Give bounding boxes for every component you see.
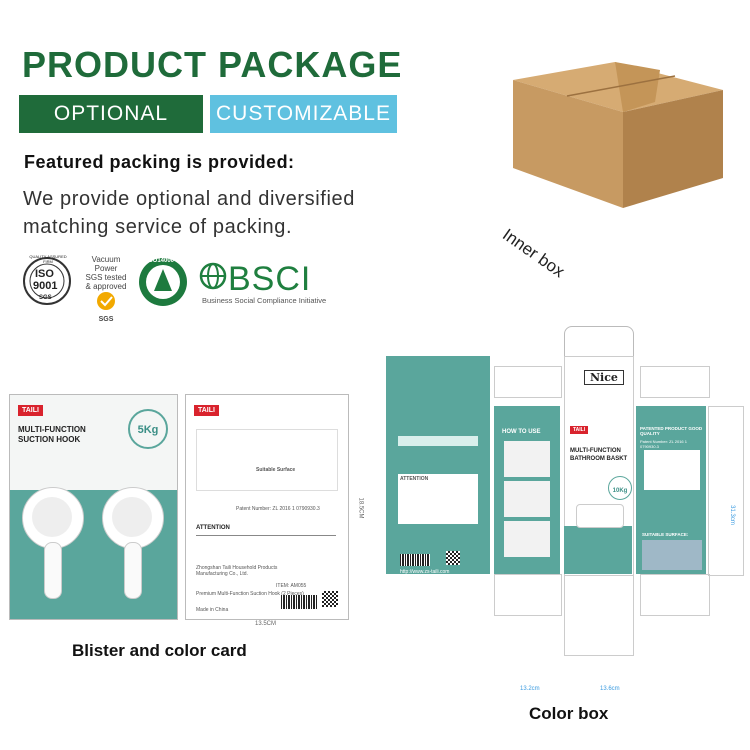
barcode (281, 595, 317, 609)
blister-width-dimension: 13.5CM (255, 621, 277, 627)
nice-logo: Nice (584, 370, 624, 385)
attention-label: ATTENTION (196, 525, 230, 531)
blister-height-dimension: 18.5CM (357, 497, 364, 519)
sgs-tested-logo: Vacuum Power SGS tested & approved SGS (84, 255, 128, 323)
taili-logo-back: TAILI (194, 405, 219, 416)
sgs-check-icon (97, 292, 115, 310)
address-text: Zhongshan Taili Household Products Manuf… (196, 565, 278, 577)
iso-number: 9001 (33, 280, 58, 292)
sgs-bottom: SGS (98, 316, 114, 323)
suction-hook-left (20, 487, 84, 607)
box-dimension-3: 31.3cm (728, 505, 735, 525)
sgs-line3: & approved (85, 282, 127, 291)
box-title-1: MULTI-FUNCTION (570, 448, 621, 454)
patented-label: PATENTED PRODUCT GOOD QUALITY (640, 426, 703, 436)
box-attention-label: ATTENTION (400, 476, 429, 482)
inner-box-label: Inner box (499, 225, 569, 282)
globe-icon (199, 262, 227, 295)
item-number: ITEM: AM055 (276, 583, 307, 589)
box-load-badge: 10Kg (608, 476, 632, 500)
iso-bottom-text: SGS (39, 295, 52, 301)
blister-title-2: SUCTION HOOK (18, 435, 81, 444)
suction-hook-right (100, 487, 164, 607)
made-in-text: Made in China (196, 607, 229, 613)
optional-badge: OPTIONAL (19, 95, 203, 133)
iso14000-text: ISO14000 (147, 258, 175, 264)
load-value: 5Kg (137, 424, 159, 436)
bsci-subtitle: Business Social Compliance Initiative (202, 296, 327, 305)
box-qr-code (446, 551, 460, 565)
taili-logo: TAILI (18, 405, 43, 416)
box-load-value: 10Kg (612, 488, 628, 494)
box-dimension-1: 13.2cm (520, 686, 540, 692)
blister-title-1: MULTI-FUNCTION (18, 425, 86, 434)
inner-box-image (505, 50, 730, 215)
box-barcode (400, 554, 430, 566)
load-badge: 5Kg (128, 409, 168, 449)
color-box-dieline: ATTENTION http://www.zs-taili.com HOW TO… (386, 326, 744, 682)
blister-caption: Blister and color card (72, 641, 247, 660)
suitable-surface-title: SUITABLE SURFACE: (642, 532, 689, 537)
color-box-caption: Color box (529, 704, 609, 723)
bsci-logo: BSCI (228, 260, 312, 298)
blister-back-card: TAILI Suitable Surface Patent Number: ZL… (185, 394, 349, 620)
suitable-surface-label: Suitable Surface (256, 467, 296, 473)
bathroom-basket-image (576, 504, 624, 528)
iso-main: ISO (35, 268, 54, 280)
sgs-line1: Vacuum Power (91, 255, 121, 273)
box-title-2: BATHROOM BASKT (570, 456, 628, 462)
qr-code (322, 591, 338, 607)
sgs-line2: SGS tested (85, 273, 127, 282)
customizable-badge: CUSTOMIZABLE (210, 95, 397, 133)
product-description: Premium Multi-Function Suction Hook (2 P… (196, 591, 304, 597)
description-text: We provide optional and diversified matc… (23, 188, 355, 238)
iso-top-text: QUALITY ASSURED FIRM (29, 254, 67, 264)
patent-number-label: Patent Number: ZL 2016 1 0790930.3 (640, 439, 687, 449)
featured-text: Featured packing is provided: (24, 152, 295, 172)
page-title: PRODUCT PACKAGE (22, 44, 403, 85)
iso14000-logo: ISO14000 (138, 257, 188, 307)
box-taili-logo: TAILI (570, 426, 589, 434)
box-dimension-2: 13.6cm (600, 686, 620, 692)
how-to-use-title: HOW TO USE (502, 429, 541, 435)
patent-label: Patent Number: ZL 2016 1 0790930.3 (236, 506, 320, 512)
box-website: http://www.zs-taili.com (400, 569, 450, 575)
blister-front-card: TAILI MULTI-FUNCTION SUCTION HOOK 5Kg (9, 394, 178, 620)
iso9001-logo: ISO 9001 QUALITY ASSURED FIRM SGS (22, 254, 72, 306)
